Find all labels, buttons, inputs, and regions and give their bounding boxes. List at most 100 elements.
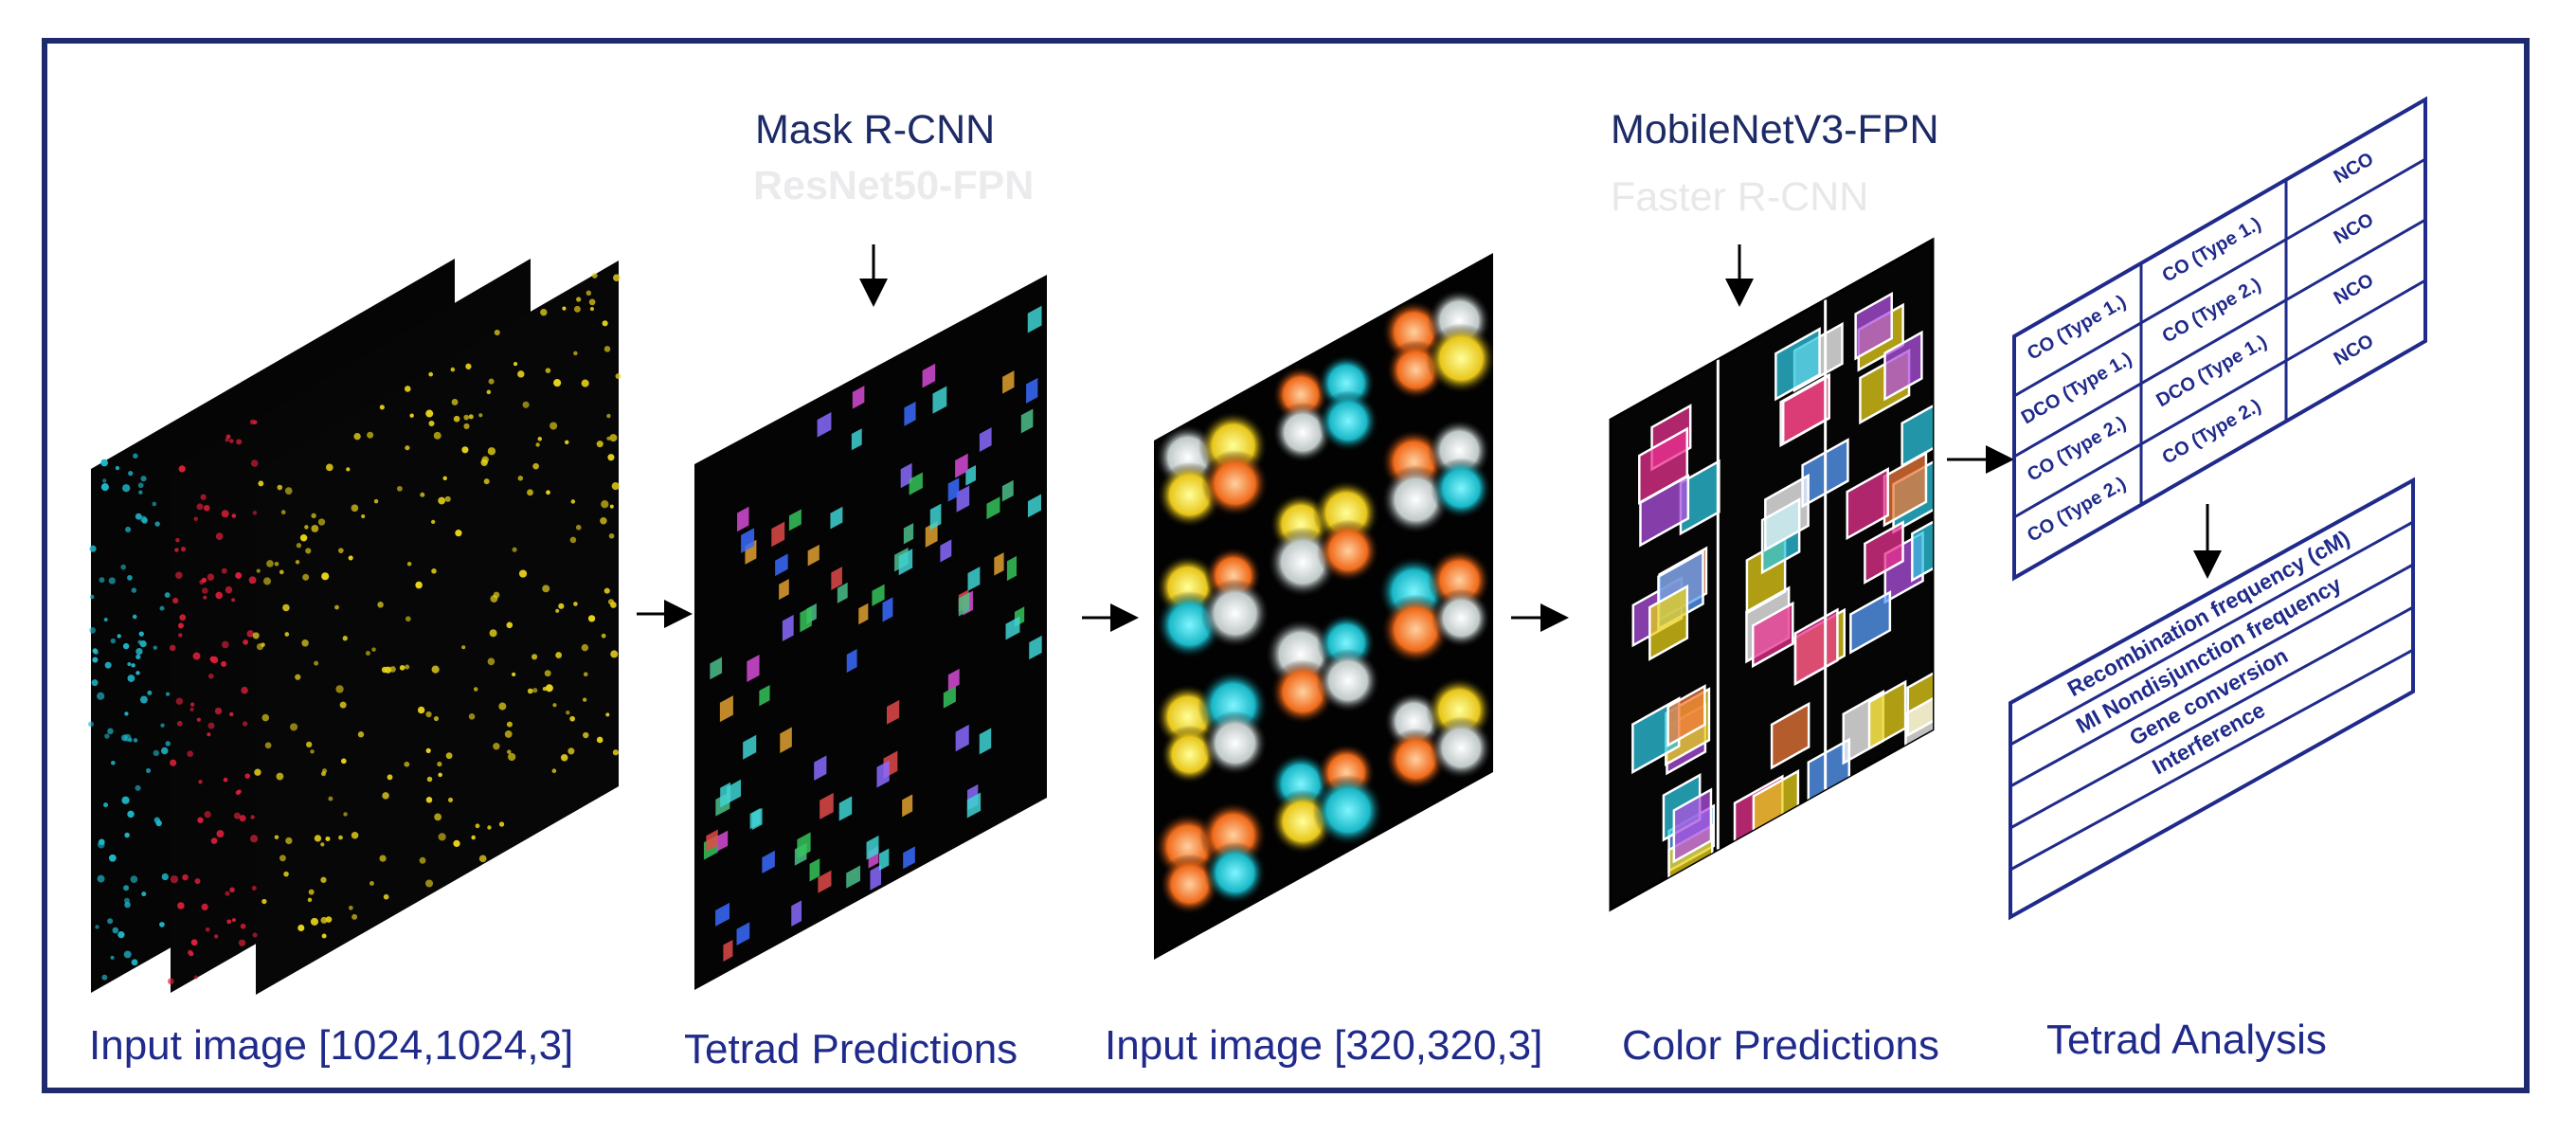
spore-blob — [1316, 648, 1380, 713]
cell-dot — [610, 650, 619, 658]
cell-dot — [307, 897, 313, 903]
cell-dot — [122, 642, 130, 650]
cell-dot — [207, 732, 211, 737]
prediction-box — [779, 578, 789, 601]
cell-dot — [201, 903, 208, 910]
cell-dot — [132, 614, 137, 620]
cell-dot — [601, 500, 609, 509]
color-box — [1666, 684, 1706, 747]
cell-dot — [123, 733, 132, 742]
cell-dot — [131, 663, 135, 668]
cell-dot — [405, 386, 411, 392]
prediction-box — [716, 830, 729, 852]
cell-dot — [165, 692, 171, 696]
cell-dot — [573, 602, 578, 606]
cell-dot — [221, 510, 229, 518]
cell-dot — [193, 975, 198, 980]
prediction-box — [831, 567, 842, 590]
cell-dot — [135, 671, 140, 675]
cell-dot — [177, 622, 184, 629]
cell-dot — [609, 434, 618, 442]
cell-dot — [92, 648, 99, 654]
cell-dot — [284, 632, 290, 637]
cell-dot — [225, 585, 233, 594]
color-predictions-caption: Color Predictions — [1622, 1022, 1940, 1069]
cell-dot — [152, 501, 157, 507]
cell-dot — [89, 594, 95, 600]
cell-dot — [261, 642, 265, 647]
cell-dot — [102, 478, 107, 483]
cell-dot — [155, 819, 162, 827]
cell-dot — [342, 636, 348, 641]
prediction-box — [882, 597, 893, 622]
cell-dot — [517, 476, 524, 481]
cell-dot — [197, 817, 204, 823]
prediction-box — [922, 363, 936, 388]
cell-dot — [221, 660, 227, 667]
cell-dot — [602, 320, 608, 327]
cell-dot — [545, 684, 553, 693]
cell-dot — [296, 543, 302, 549]
cell-dot — [120, 564, 127, 570]
cell-dot — [542, 687, 547, 692]
cell-dot — [133, 453, 138, 459]
cell-dot — [178, 633, 183, 638]
input-cell-dots — [88, 273, 621, 985]
cell-dot — [205, 927, 210, 932]
cell-dot — [512, 547, 517, 552]
cell-dot — [564, 440, 569, 445]
cell-dot — [92, 657, 99, 663]
prediction-box — [1029, 635, 1042, 660]
cell-dot — [463, 423, 470, 430]
prediction-box — [851, 428, 862, 451]
cell-dot — [428, 371, 434, 377]
cell-dot — [596, 441, 603, 448]
cell-dot — [135, 648, 143, 656]
cell-dot — [101, 974, 108, 981]
cell-dot — [248, 576, 257, 585]
cell-dot — [305, 548, 312, 554]
cell-dot — [532, 688, 538, 693]
cell-dot — [320, 771, 327, 777]
faster-rcnn-label: Faster R-CNN — [1611, 174, 1869, 220]
prediction-box — [817, 412, 832, 438]
color-box — [1648, 584, 1689, 661]
cell-dot — [310, 749, 315, 754]
prediction-box — [986, 496, 1000, 520]
cell-dot — [387, 774, 393, 781]
cell-dot — [451, 399, 459, 405]
cell-dot — [228, 439, 234, 443]
prediction-box — [886, 699, 900, 725]
cell-dot — [555, 608, 560, 613]
cell-dot — [353, 432, 361, 441]
cell-dot — [125, 526, 132, 533]
cell-dot — [123, 885, 130, 891]
cell-dot — [137, 639, 142, 644]
cell-dot — [468, 713, 476, 720]
cell-dot — [243, 721, 248, 727]
cell-dot — [250, 815, 255, 819]
cell-dot — [442, 476, 447, 481]
cell-dot — [573, 305, 581, 313]
cell-dot — [420, 492, 425, 497]
cell-dot — [164, 592, 171, 599]
prediction-box — [870, 864, 882, 891]
spore-blob — [1200, 579, 1270, 648]
cell-dot — [473, 687, 478, 692]
cell-dot — [263, 577, 272, 585]
cell-dot — [575, 524, 582, 531]
prediction-box — [706, 829, 718, 852]
prediction-box — [771, 521, 785, 548]
cell-dot — [351, 504, 359, 513]
tetrad-blobs — [1154, 288, 1493, 915]
cell-dot — [603, 587, 610, 594]
cell-dot — [198, 780, 203, 784]
cell-dot — [325, 836, 331, 841]
cell-dot — [174, 548, 179, 552]
cell-dot — [507, 749, 512, 754]
prediction-box — [858, 603, 869, 625]
prediction-box — [956, 485, 970, 513]
cell-dot — [447, 797, 454, 802]
cell-dot — [426, 776, 433, 783]
